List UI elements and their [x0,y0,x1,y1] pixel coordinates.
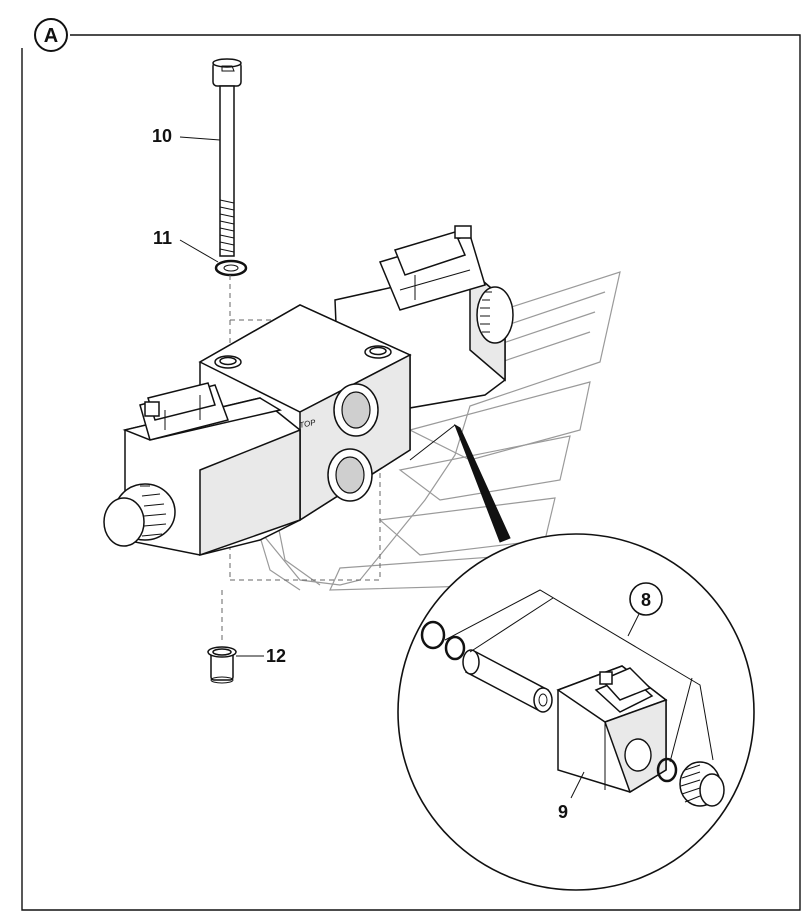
callout-11: 11 [153,228,219,263]
seal-kit-bracket [444,589,714,763]
washer-part-11 [214,259,248,277]
bolt-part-10 [212,58,242,257]
callout-11-text: 11 [153,228,172,248]
callout-12-text: 12 [266,646,286,666]
callout-10: 10 [152,126,221,146]
o-ring-pair-left [420,620,466,661]
knurled-nut [679,761,725,807]
detail-view-circle [397,533,755,891]
callout-8-text: 8 [641,590,651,610]
sleeve-part-12 [207,646,237,684]
callout-12: 12 [236,646,286,666]
callout-8: 8 [629,582,663,616]
view-label-text: A [44,25,58,47]
armature-tube [462,649,553,713]
o-ring-right [656,757,678,783]
view-label-a: A [34,18,68,52]
callout-10-text: 10 [152,126,172,146]
callout-9-text: 9 [558,802,568,822]
callout-9: 9 [558,771,585,822]
detail-pointer [409,423,511,543]
diagram-frame [21,34,801,911]
valve-assembly: TOP [103,225,514,557]
coil-part-9 [556,665,668,794]
top-marking: TOP [299,418,317,430]
